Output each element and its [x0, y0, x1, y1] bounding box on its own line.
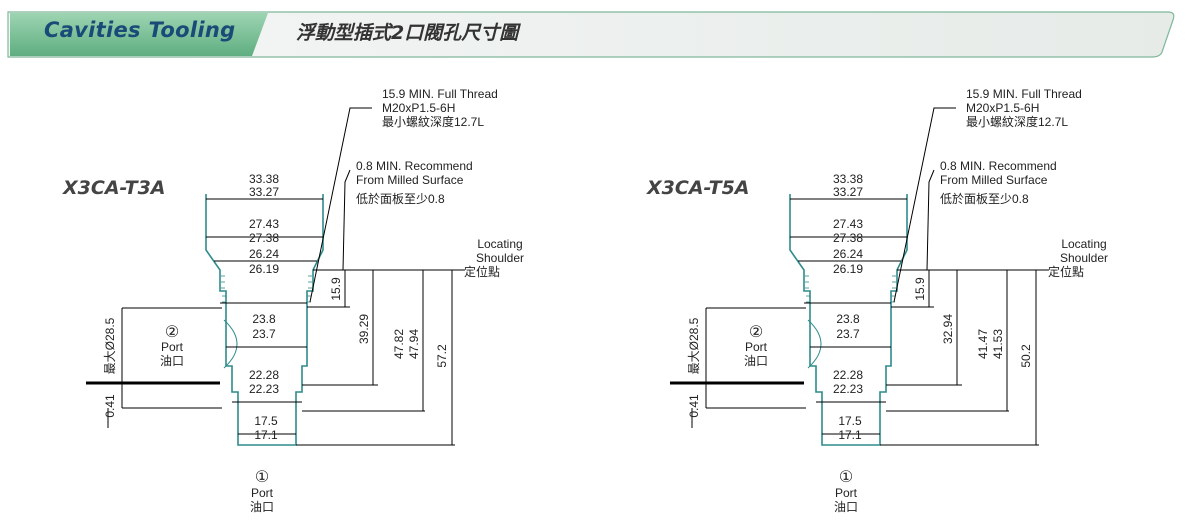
shoulder-note-1: Locating — [477, 237, 522, 251]
port2-label-zh: 油口 — [160, 354, 184, 368]
bore-dim-1a: 33.38 — [833, 172, 863, 186]
bore-dim-1a: 33.38 — [249, 172, 279, 186]
port2-label-zh: 油口 — [744, 354, 768, 368]
port2-number: ② — [165, 324, 179, 341]
bore-dim-4b: 23.7 — [252, 327, 276, 341]
port2-arc — [223, 319, 238, 369]
bore-dim-2b: 27.38 — [249, 231, 279, 245]
bore-dim-4b: 23.7 — [836, 327, 860, 341]
cavity-drawing-t3a: X3CA-T3A 15.9 MIN. Full Thread M20xP1.5-… — [62, 87, 524, 514]
bore-dim-2b: 27.38 — [833, 231, 863, 245]
port-max-dim: 最大Ø28.5 — [103, 317, 117, 374]
bore-dim-2a: 27.43 — [249, 217, 279, 231]
bore-dim-5a: 22.28 — [833, 368, 863, 382]
depth-dim-mid-a: 47.82 — [392, 329, 406, 359]
bore-dim-2a: 27.43 — [833, 217, 863, 231]
port1-label-en: Port — [835, 486, 858, 500]
thread-note-2: M20xP1.5-6H — [966, 101, 1039, 115]
surface-note-1: 0.8 MIN. Recommend — [356, 159, 473, 173]
surface-note-3: 低於面板至少0.8 — [940, 191, 1029, 206]
depth-dim-total: 50.2 — [1019, 344, 1033, 368]
depth-dim-port2: 39.29 — [357, 314, 371, 344]
bore-dim-6a: 17.5 — [254, 414, 278, 428]
header-title-zh: 浮動型插式2口閥孔尺寸圖 — [296, 22, 519, 44]
bore-dim-5b: 22.23 — [833, 382, 863, 396]
surface-note-1: 0.8 MIN. Recommend — [940, 159, 1057, 173]
port2-label-en: Port — [161, 340, 184, 354]
thread-note-1: 15.9 MIN. Full Thread — [966, 87, 1082, 101]
bore-dim-3a: 26.24 — [249, 247, 279, 261]
header-banner: Cavities Tooling 浮動型插式2口閥孔尺寸圖 — [0, 0, 1186, 62]
header-title-en: Cavities Tooling — [44, 18, 236, 42]
bore-dim-4a: 23.8 — [252, 312, 276, 326]
shoulder-note-2: Shoulder — [1060, 251, 1108, 265]
thread-note-1: 15.9 MIN. Full Thread — [382, 87, 498, 101]
model-label: X3CA-T3A — [62, 177, 166, 199]
thread-hatch — [221, 275, 312, 303]
port2-arc — [807, 319, 822, 369]
thread-note-3: 最小螺紋深度12.7L — [966, 114, 1068, 129]
bore-dim-4a: 23.8 — [836, 312, 860, 326]
shoulder-note-3: 定位點 — [1048, 264, 1084, 279]
bore-dim-6b: 17.1 — [254, 428, 278, 442]
bore-dim-1b: 33.27 — [249, 185, 279, 199]
depth-dim-mid-a: 41.47 — [976, 329, 990, 359]
depth-dim-mid-b: 41.53 — [991, 329, 1005, 359]
bore-dim-6a: 17.5 — [838, 414, 862, 428]
surface-note-3: 低於面板至少0.8 — [356, 191, 445, 206]
bore-dim-5b: 22.23 — [249, 382, 279, 396]
thread-note-3: 最小螺紋深度12.7L — [382, 114, 484, 129]
port-max-dim: 最大Ø28.5 — [687, 317, 701, 374]
port1-number: ① — [839, 469, 853, 486]
bore-dim-1b: 33.27 — [833, 185, 863, 199]
surface-note-2: From Milled Surface — [356, 173, 464, 187]
port1-label-zh: 油口 — [834, 500, 858, 514]
cavity-drawing-t5a: X3CA-T5A 15.9 MIN. Full Thread M20xP1.5-… — [646, 87, 1108, 514]
shoulder-note-3: 定位點 — [464, 264, 500, 279]
port1-label-zh: 油口 — [250, 500, 274, 514]
offset-dim: 0.41 — [687, 394, 701, 418]
port2-number: ② — [749, 324, 763, 341]
depth-dim-thread: 15.9 — [913, 277, 927, 301]
thread-hatch — [805, 275, 896, 303]
bore-dim-3b: 26.19 — [249, 262, 279, 276]
shoulder-note-2: Shoulder — [476, 251, 524, 265]
bore-dim-5a: 22.28 — [249, 368, 279, 382]
depth-dim-port2: 32.94 — [941, 314, 955, 344]
bore-dim-6b: 17.1 — [838, 428, 862, 442]
surface-note-2: From Milled Surface — [940, 173, 1048, 187]
thread-note-2: M20xP1.5-6H — [382, 101, 455, 115]
port1-number: ① — [255, 469, 269, 486]
shoulder-note-1: Locating — [1061, 237, 1106, 251]
port1-label-en: Port — [251, 486, 274, 500]
offset-dim: 0.41 — [103, 394, 117, 418]
model-label: X3CA-T5A — [646, 177, 750, 199]
bore-dim-3b: 26.19 — [833, 262, 863, 276]
header-shape — [7, 11, 1175, 58]
depth-dim-mid-b: 47.94 — [407, 329, 421, 359]
port2-label-en: Port — [745, 340, 768, 354]
bore-dim-3a: 26.24 — [833, 247, 863, 261]
depth-dim-thread: 15.9 — [329, 277, 343, 301]
depth-dim-total: 57.2 — [435, 344, 449, 368]
